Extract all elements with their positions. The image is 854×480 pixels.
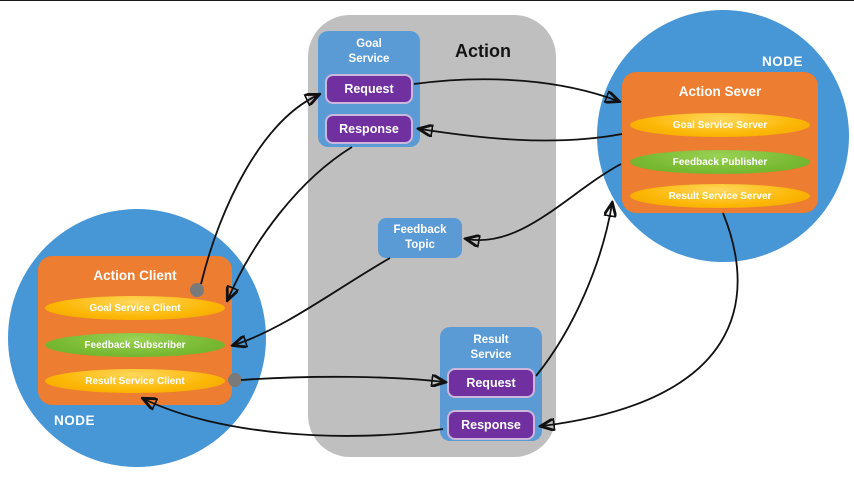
goal-response-box: Response (325, 114, 413, 144)
feedback-subscriber-pill: Feedback Subscriber (45, 333, 225, 357)
action-server-box: Action Sever Goal Service Server Feedbac… (622, 72, 818, 213)
result-service-title: Result Service (470, 334, 512, 361)
result-service-client-pill: Result Service Client (45, 369, 225, 393)
result-response-box: Response (447, 410, 535, 440)
action-server-title: Action Sever (678, 84, 762, 99)
action-client-box: Action Client Goal Service Client Feedba… (38, 256, 232, 405)
action-client-title: Action Client (93, 268, 177, 283)
feedback-topic-box: Feedback Topic (378, 218, 462, 258)
feedback-publisher-pill: Feedback Publisher (630, 150, 810, 174)
goal-service-title: Goal Service (348, 38, 390, 65)
goal-connection-dot (190, 283, 204, 297)
feedback-topic-title: Feedback Topic (393, 224, 447, 251)
goal-request-box: Request (325, 74, 413, 104)
result-connection-dot (228, 373, 242, 387)
result-service-server-pill: Result Service Server (630, 184, 810, 208)
goal-service-client-pill: Goal Service Client (45, 296, 225, 320)
goal-service-server-pill: Goal Service Server (630, 113, 810, 137)
server-node-label: NODE (762, 54, 804, 69)
client-node-label: NODE (54, 413, 96, 428)
goal-service-box: Goal Service Request Response (318, 31, 420, 147)
result-request-box: Request (447, 368, 535, 398)
action-title: Action (455, 41, 511, 61)
result-service-box: Result Service Request Response (440, 327, 542, 441)
